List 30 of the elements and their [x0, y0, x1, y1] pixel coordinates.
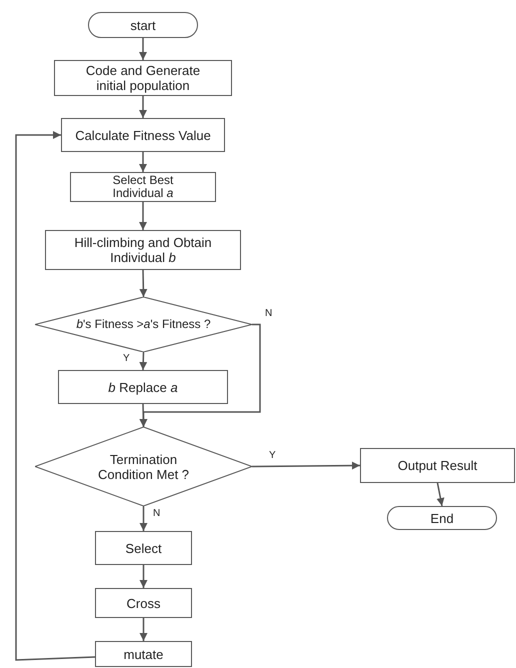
- process-box: Cross: [95, 588, 192, 618]
- process-box: Select Best Individual a: [70, 172, 216, 202]
- process-box: Output Result: [360, 448, 515, 483]
- process-box: b Replace a: [58, 370, 228, 404]
- terminator-shape: start: [88, 12, 198, 38]
- process-box: Code and Generate initial population: [54, 60, 232, 96]
- arrow: [140, 618, 148, 641]
- arrow: [139, 270, 148, 298]
- edge-label: Y: [122, 353, 131, 364]
- process-box: mutate: [95, 641, 192, 667]
- arrow: [139, 96, 147, 118]
- arrow: [140, 565, 148, 588]
- arrow: [139, 202, 147, 230]
- edge-label: N: [264, 308, 274, 319]
- arrow: [139, 404, 148, 428]
- process-box: Calculate Fitness Value: [61, 118, 225, 152]
- arrow: [15, 131, 96, 661]
- process-box: Hill-climbing and Obtain Individual b: [45, 230, 241, 270]
- arrow: [139, 352, 148, 370]
- edge-label: N: [152, 508, 162, 519]
- terminator-shape: End: [387, 506, 497, 530]
- edge-label: Y: [268, 450, 277, 461]
- arrow: [139, 152, 147, 172]
- arrow: [252, 462, 360, 470]
- arrow: [436, 482, 444, 506]
- decision-diamond: b's Fitness >a's Fitness ?: [35, 297, 252, 352]
- arrow: [139, 38, 147, 60]
- decision-diamond: Termination Condition Met ?: [35, 427, 252, 506]
- arrow: [140, 506, 148, 531]
- process-box: Select: [95, 531, 192, 565]
